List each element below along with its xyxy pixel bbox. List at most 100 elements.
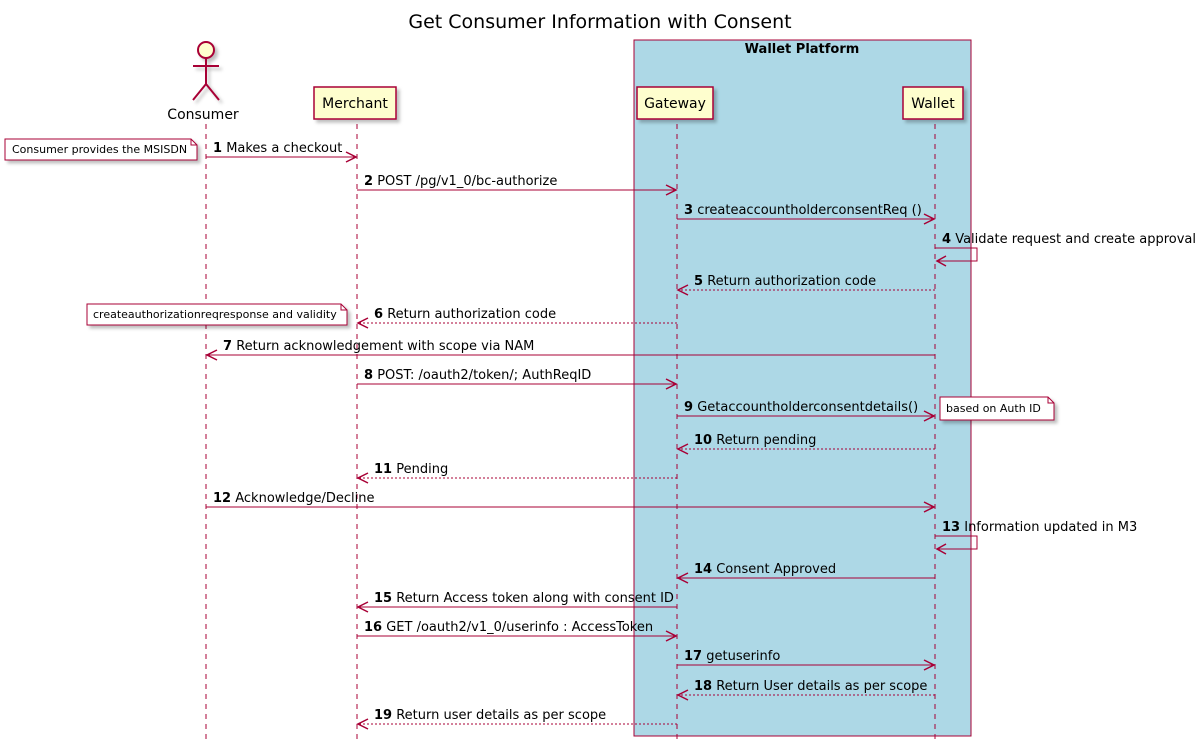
message-13: 13 Information updated in M3	[935, 520, 1137, 555]
message-text: Acknowledge/Decline	[235, 491, 374, 506]
note-consumer-msisdn: Consumer provides the MSISDN	[4, 138, 198, 161]
arrow-head	[923, 213, 936, 225]
message-label: 5 Return authorization code	[694, 274, 876, 289]
message-label: 8 POST: /oauth2/token/; AuthReqID	[364, 368, 591, 383]
arrow-head	[356, 601, 369, 613]
wallet-platform-box: Wallet Platform	[633, 39, 972, 737]
message-text: Return acknowledgement with scope via NA…	[236, 339, 534, 354]
message-11: 11 Pending	[356, 462, 677, 484]
arrow-head	[923, 410, 936, 422]
message-9: 9 Getaccountholderconsentdetails()	[677, 400, 936, 422]
message-label: 11 Pending	[374, 462, 448, 477]
message-number: 7	[223, 339, 232, 354]
arrow-head	[665, 184, 678, 196]
participant-label: Wallet	[911, 96, 955, 112]
message-4: 4 Validate request and create approval	[935, 232, 1196, 267]
note-based-on-auth-id: based on Auth ID	[939, 396, 1055, 421]
message-label: 19 Return user details as per scope	[374, 708, 606, 723]
message-text: Validate request and create approval	[955, 232, 1196, 247]
message-text: Return user details as per scope	[396, 708, 606, 723]
message-number: 6	[374, 307, 383, 322]
message-number: 16	[364, 620, 382, 635]
message-label: 13 Information updated in M3	[942, 520, 1137, 535]
message-label: 4 Validate request and create approval	[942, 232, 1196, 247]
participant-consumer: Consumer	[167, 41, 239, 123]
message-text: POST: /oauth2/token/; AuthReqID	[377, 368, 591, 383]
wallet-platform-label: Wallet Platform	[745, 42, 860, 57]
message-line	[935, 535, 978, 550]
message-6: 6 Return authorization code	[356, 307, 677, 329]
arrow-head	[345, 151, 358, 163]
note-text: createauthorizationreqresponse and valid…	[93, 308, 337, 321]
message-label: 16 GET /oauth2/v1_0/userinfo : AccessTok…	[364, 620, 653, 635]
message-text: getuserinfo	[706, 649, 780, 664]
message-number: 8	[364, 368, 373, 383]
participant-label: Gateway	[644, 96, 706, 112]
message-label: 9 Getaccountholderconsentdetails()	[684, 400, 918, 415]
arrow-head	[923, 501, 936, 513]
message-8: 8 POST: /oauth2/token/; AuthReqID	[357, 368, 678, 390]
participant-wallet: Wallet	[902, 86, 964, 120]
lifelines	[205, 124, 936, 740]
message-label: 10 Return pending	[694, 433, 816, 448]
message-17: 17 getuserinfo	[677, 649, 936, 671]
message-12: 12 Acknowledge/Decline	[206, 491, 936, 513]
arrow-head	[356, 317, 369, 329]
message-1: 1 Makes a checkout	[206, 141, 358, 163]
participant-gateway: Gateway	[636, 86, 714, 120]
arrow-head	[356, 472, 369, 484]
message-text: Return Access token along with consent I…	[396, 591, 674, 606]
message-number: 4	[942, 232, 951, 247]
message-label: 17 getuserinfo	[684, 649, 780, 664]
message-label: 6 Return authorization code	[374, 307, 556, 322]
participant-label: Consumer	[167, 107, 239, 123]
message-text: Return User details as per scope	[716, 679, 927, 694]
message-number: 3	[684, 203, 693, 218]
arrow-head	[676, 572, 689, 584]
message-number: 14	[694, 562, 712, 577]
participant-merchant: Merchant	[313, 86, 397, 120]
message-label: 12 Acknowledge/Decline	[213, 491, 375, 506]
message-text: Consent Approved	[716, 562, 836, 577]
message-text: GET /oauth2/v1_0/userinfo : AccessToken	[386, 620, 653, 635]
message-text: Pending	[396, 462, 448, 477]
message-text: Return pending	[716, 433, 816, 448]
message-5: 5 Return authorization code	[676, 274, 935, 296]
arrow-head	[935, 255, 947, 267]
message-label: 15 Return Access token along with consen…	[374, 591, 674, 606]
message-number: 10	[694, 433, 712, 448]
message-text: Information updated in M3	[964, 520, 1137, 535]
message-text: Return authorization code	[707, 274, 876, 289]
message-number: 9	[684, 400, 693, 415]
note-text: Consumer provides the MSISDN	[12, 143, 187, 156]
message-number: 19	[374, 708, 392, 723]
arrow-head	[676, 689, 689, 701]
diagram-title: Get Consumer Information with Consent	[408, 11, 791, 33]
message-number: 5	[694, 274, 703, 289]
message-number: 18	[694, 679, 712, 694]
participant-label: Merchant	[322, 96, 388, 112]
message-number: 15	[374, 591, 392, 606]
message-7: 7 Return acknowledgement with scope via …	[205, 339, 935, 361]
message-number: 13	[942, 520, 960, 535]
arrow-head	[923, 659, 936, 671]
message-label: 3 createaccountholderconsentReq ()	[684, 203, 922, 218]
arrow-head	[665, 378, 678, 390]
arrow-head	[676, 443, 689, 455]
arrow-head	[205, 349, 218, 361]
message-number: 11	[374, 462, 392, 477]
message-number: 12	[213, 491, 231, 506]
message-number: 17	[684, 649, 702, 664]
arrow-head	[676, 284, 689, 296]
message-19: 19 Return user details as per scope	[356, 708, 677, 730]
message-number: 1	[213, 141, 222, 156]
actor-icon	[192, 41, 220, 101]
message-label: 7 Return acknowledgement with scope via …	[223, 339, 534, 354]
arrow-head	[356, 718, 369, 730]
message-15: 15 Return Access token along with consen…	[356, 591, 677, 613]
message-14: 14 Consent Approved	[676, 562, 935, 584]
message-text: Getaccountholderconsentdetails()	[697, 400, 918, 415]
arrow-head	[665, 630, 678, 642]
message-18: 18 Return User details as per scope	[676, 679, 935, 701]
